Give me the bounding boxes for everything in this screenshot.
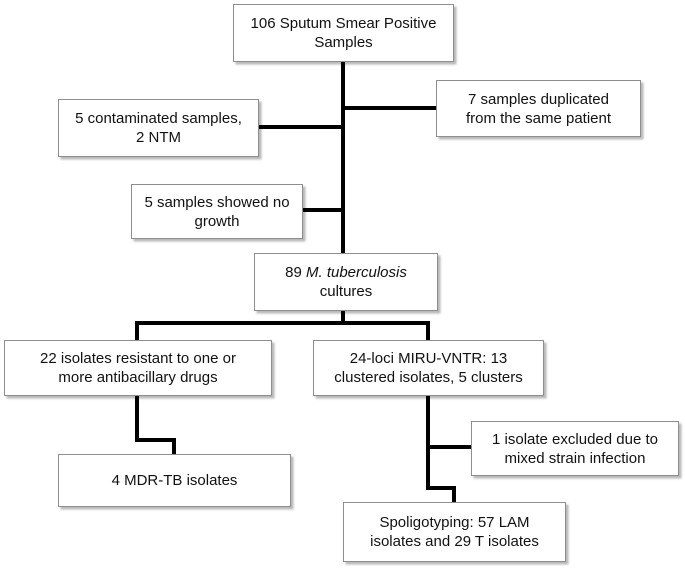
connector-right-elbow-vertical2 [452,486,456,504]
box-line: 89 M. tuberculosis [285,263,407,282]
box-line: more antibacillary drugs [58,369,218,386]
box-line: mixed strain infection [504,449,646,467]
box-line: isolates and 29 T isolates [370,533,539,550]
connector-branch-drop-left [135,321,139,341]
connector-spur-to-excluded [428,445,471,449]
species-name: M. tuberculosis [305,264,407,281]
connector-left-elbow-horizontal [135,438,176,442]
connector-branch-bar [135,321,430,325]
box-mtb-cultures: 89 M. tuberculosis cultures [254,253,438,311]
box-line: 22 isolates resistant to one or [40,350,236,367]
box-duplicated-samples: 7 samples duplicated from the same patie… [436,80,641,137]
box-contaminated-samples: 5 contaminated samples, 2 NTM [58,99,259,157]
connector-right-elbow-horizontal [426,486,456,490]
connector-left-elbow-vertical1 [135,394,139,442]
box-line: 1 isolate excluded due to [492,430,658,448]
box-line: 7 samples duplicated [468,90,609,108]
box-sputum-positive-samples: 106 Sputum Smear Positive Samples [233,4,454,62]
box-mdr-tb-isolates: 4 MDR-TB isolates [58,454,291,507]
connector-trunk-top [341,60,345,256]
connector-branch-drop-right [426,321,430,341]
box-line: 24-loci MIRU-VNTR: 13 [349,350,508,367]
connector-left-elbow-vertical2 [172,438,176,456]
box-line: 2 NTM [136,129,181,146]
box-resistant-isolates: 22 isolates resistant to one or more ant… [4,340,272,396]
box-miru-vntr: 24-loci MIRU-VNTR: 13 clustered isolates… [313,340,544,396]
box-line: 4 MDR-TB isolates [111,472,238,489]
box-spoligotyping: Spoligotyping: 57 LAM isolates and 29 T … [343,502,566,562]
box-line: 5 contaminated samples, [75,110,242,127]
box-line: 106 Sputum Smear Positive [250,15,437,32]
box-line: growth [194,212,240,230]
culture-count: 89 [285,264,306,281]
box-no-growth-samples: 5 samples showed no growth [131,184,303,239]
box-line: clustered isolates, 5 clusters [334,369,523,386]
box-excluded-isolate: 1 isolate excluded due to mixed strain i… [471,421,679,476]
box-line: 5 samples showed no [144,193,290,211]
box-line: Spoligotyping: 57 LAM [379,514,530,531]
connector-to-no-growth [301,208,343,212]
box-line: Samples [314,34,373,51]
connector-to-contaminated [257,125,343,129]
connector-right-elbow-vertical1 [426,394,430,490]
connector-to-duplicated [343,106,437,110]
box-line: from the same patient [465,109,612,127]
connector-trunk-mid [341,309,345,325]
box-line: cultures [319,283,373,300]
